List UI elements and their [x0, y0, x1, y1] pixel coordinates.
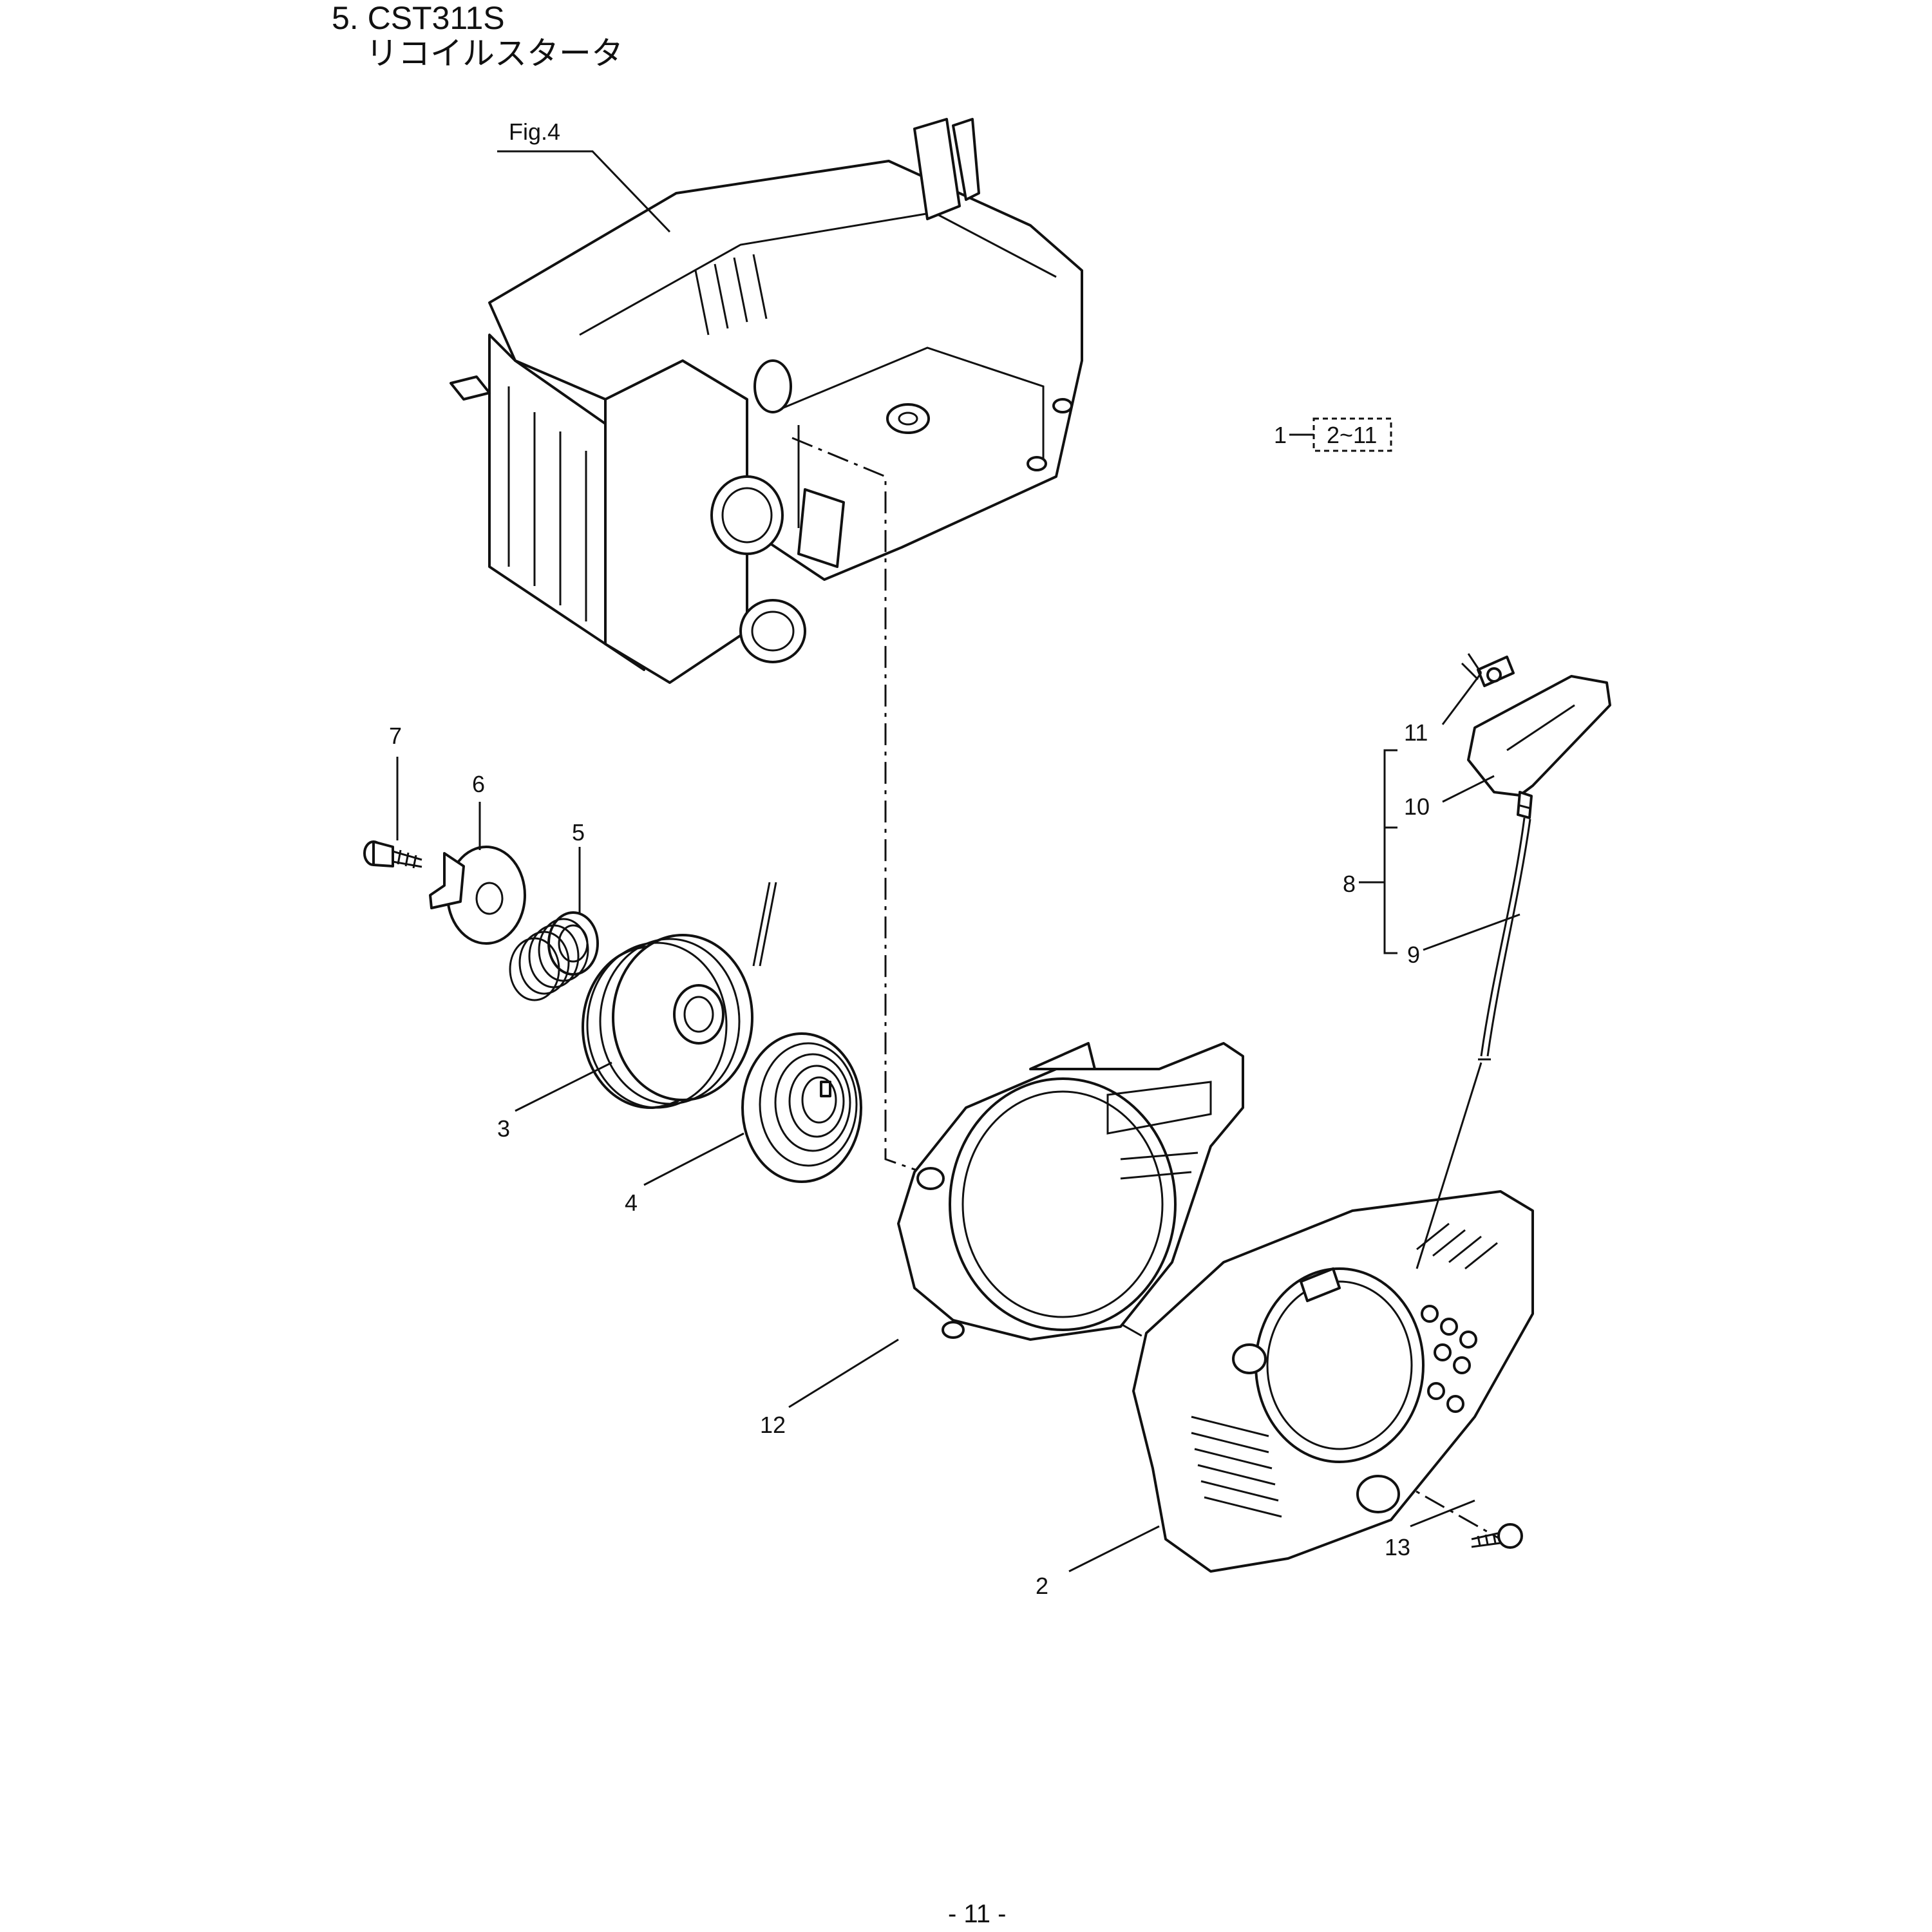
- starter-grip-10: [1467, 675, 1611, 819]
- diagram-subtitle: リコイルスタータ: [366, 35, 623, 71]
- recoil-spring-4: [741, 1032, 862, 1183]
- starter-rope-9: [1480, 817, 1531, 1057]
- tapping-screw-13: [1471, 1523, 1523, 1549]
- callout-8: 8: [1343, 871, 1356, 897]
- screw-7: [363, 840, 422, 869]
- starter-cover-2: [1132, 1190, 1534, 1573]
- assembly-includes: 2~11: [1327, 422, 1377, 448]
- callout-12: 12: [760, 1412, 786, 1438]
- callout-4: 4: [625, 1189, 638, 1216]
- callout-13: 13: [1385, 1534, 1410, 1560]
- diagram-title: 5. CST311S: [332, 0, 505, 36]
- callout-9: 9: [1407, 942, 1420, 968]
- assembly-number: 1: [1274, 422, 1287, 448]
- callout-3: 3: [497, 1115, 510, 1142]
- callout-11: 11: [1404, 719, 1428, 746]
- ratchet-plate-6: [429, 846, 526, 945]
- callout-2: 2: [1036, 1573, 1048, 1599]
- rope-reel-3: [582, 882, 777, 1109]
- callout-7: 7: [389, 723, 402, 749]
- coil-spring-5: [509, 911, 599, 1001]
- assembly-bracket-8: [1359, 749, 1397, 954]
- page-number: - 11 -: [948, 1900, 1006, 1928]
- callout-6: 6: [472, 771, 485, 797]
- callout-5: 5: [572, 819, 585, 846]
- fig4-engine-body: [450, 118, 1083, 684]
- fig4-reference-label: Fig.4: [509, 118, 560, 145]
- callout-10: 10: [1404, 793, 1430, 820]
- assembly-indicator: 1 2~11: [1274, 417, 1392, 452]
- rope-clip-11: [1461, 653, 1515, 687]
- fan-guide-12: [897, 1042, 1244, 1341]
